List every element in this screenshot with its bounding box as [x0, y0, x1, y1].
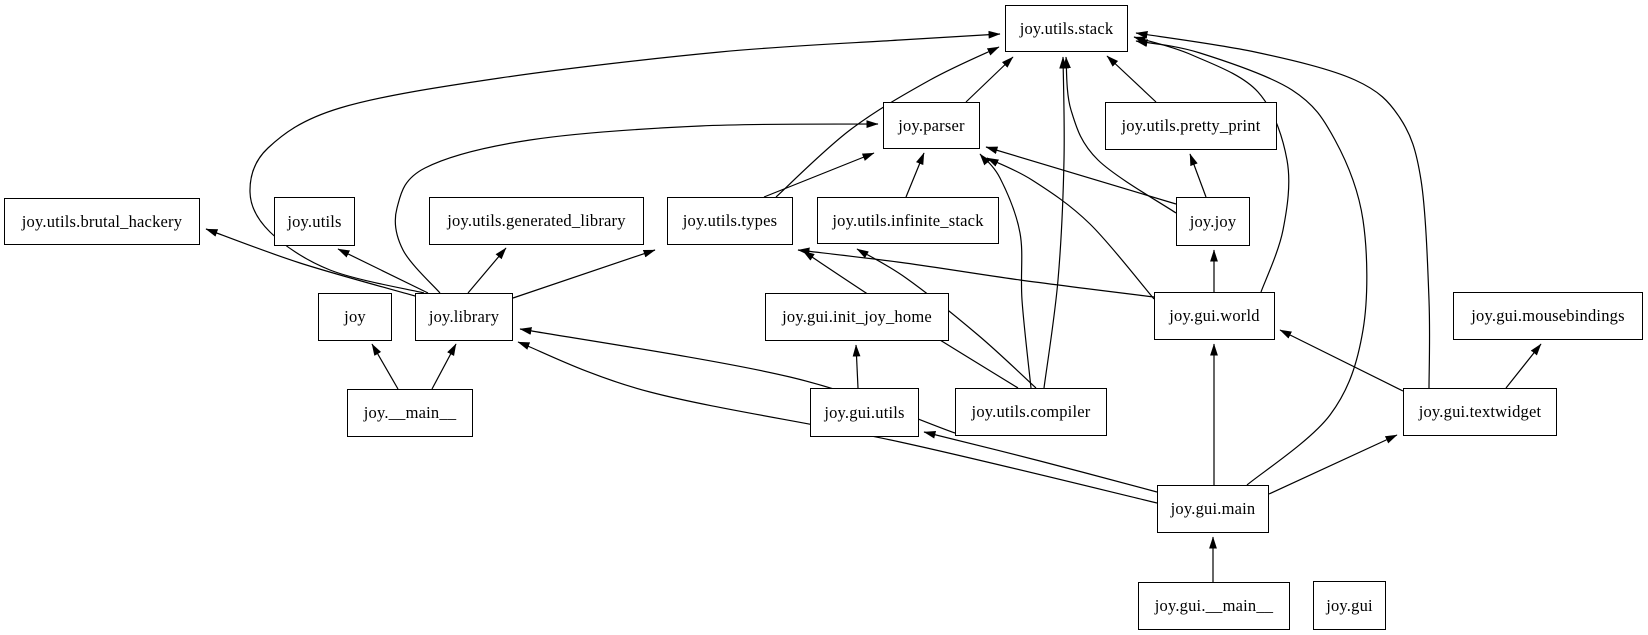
edge-joy.joy--joy.utils.stack — [1063, 56, 1177, 214]
edge-joy.gui.textwidget--joy.gui.world — [1279, 329, 1404, 392]
edge-joy.gui.textwidget--joy.utils.stack — [1135, 30, 1431, 389]
edge-joy.joy--joy.parser — [985, 146, 1177, 205]
edge-joy.library--joy.utils — [337, 248, 429, 294]
edge-joy.joy--joy.utils.pretty_print — [1189, 153, 1207, 198]
node-joy.utils.generated_library: joy.utils.generated_library — [429, 197, 644, 245]
edge-joy.library--joy.utils.types — [512, 249, 656, 299]
node-joy.gui.mousebindings: joy.gui.mousebindings — [1453, 292, 1643, 340]
node-joy.utils.types: joy.utils.types — [667, 197, 793, 245]
edge-joy.__main__--joy.library — [431, 343, 457, 390]
node-joy.utils.compiler: joy.utils.compiler — [955, 388, 1107, 436]
node-joy.gui.textwidget: joy.gui.textwidget — [1403, 388, 1557, 436]
node-joy.utils.pretty_print: joy.utils.pretty_print — [1105, 102, 1277, 150]
edge-joy.parser--joy.utils.stack — [965, 56, 1014, 103]
node-joy.gui: joy.gui — [1313, 581, 1386, 630]
node-joy.library: joy.library — [415, 293, 513, 341]
node-joy.joy: joy.joy — [1176, 197, 1250, 246]
edge-joy.library--joy.utils.stack — [249, 30, 1001, 294]
edge-joy.library--joy.utils.brutal_hackery — [205, 228, 416, 297]
edge-joy.gui.world--joy.utils.stack — [1133, 36, 1290, 293]
node-joy.gui.__main__: joy.gui.__main__ — [1138, 582, 1290, 630]
node-joy.gui.main: joy.gui.main — [1157, 485, 1269, 533]
edge-joy.utils.types--joy.utils.stack — [775, 46, 1000, 198]
edge-joy.gui.utils--joy.gui.init_joy_home — [852, 344, 861, 389]
node-joy.utils.brutal_hackery: joy.utils.brutal_hackery — [4, 198, 200, 245]
edge-joy.library--joy.utils.generated_library — [467, 247, 507, 294]
edge-joy.library--joy.parser — [394, 120, 879, 294]
edge-joy.gui.world--joy.parser — [986, 157, 1155, 300]
node-joy.utils.stack: joy.utils.stack — [1005, 5, 1128, 52]
edge-joy.utils.compiler--joy.utils.stack — [1043, 56, 1068, 389]
edge-joy.__main__--joy — [371, 343, 399, 390]
edge-joy.gui.world--joy.utils.types — [797, 247, 1155, 298]
node-joy.utils: joy.utils — [274, 197, 355, 246]
node-joy.gui.utils: joy.gui.utils — [810, 388, 919, 437]
edge-joy.gui.main--joy.gui.textwidget — [1268, 434, 1398, 495]
edge-joy.utils.infinite_stack--joy.parser — [905, 152, 925, 198]
node-joy.__main__: joy.__main__ — [347, 389, 473, 437]
node-joy.gui.init_joy_home: joy.gui.init_joy_home — [765, 293, 949, 341]
edge-joy.utils.types--joy.parser — [763, 152, 875, 198]
node-joy.gui.world: joy.gui.world — [1154, 292, 1275, 340]
edge-joy.gui.main--joy.utils.stack — [1135, 39, 1368, 486]
edge-joy.utils.pretty_print--joy.utils.stack — [1106, 55, 1157, 103]
edge-joy.gui.main--joy.gui.utils — [923, 430, 1158, 493]
node-joy.parser: joy.parser — [883, 102, 980, 149]
edge-joy.gui.main--joy.library — [517, 341, 1158, 504]
node-joy.utils.infinite_stack: joy.utils.infinite_stack — [817, 197, 999, 244]
node-joy: joy — [318, 293, 392, 341]
edge-joy.gui.textwidget--joy.gui.mousebindings — [1505, 343, 1542, 389]
edge-joy.utils.compiler--joy.parser — [979, 153, 1032, 389]
